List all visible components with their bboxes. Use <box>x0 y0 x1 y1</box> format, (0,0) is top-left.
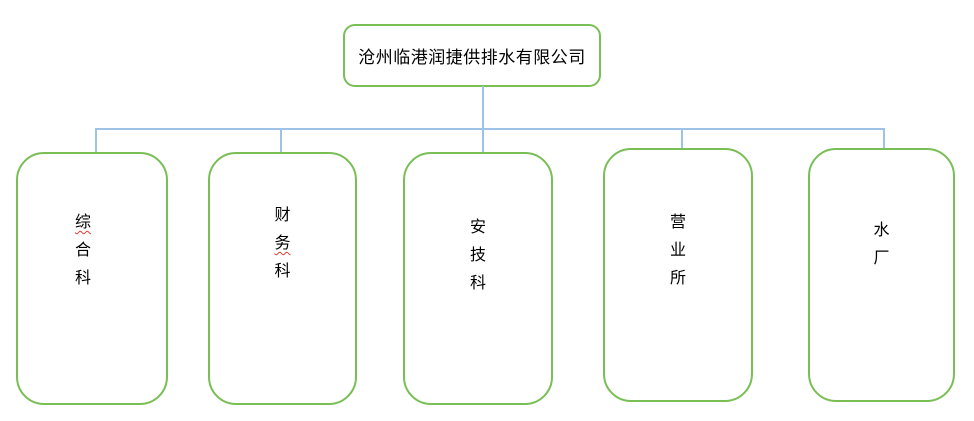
label-char: 科 <box>274 263 291 280</box>
label-char: 财 <box>274 207 291 224</box>
root-node-company[interactable]: 沧州临港润捷供排水有限公司 <box>343 24 601 87</box>
department-label: 水厂 <box>873 150 889 400</box>
label-char-misspelled: 综 <box>74 214 91 231</box>
label-char: 业 <box>669 242 686 259</box>
connector-horizontal-bus <box>95 128 885 130</box>
label-char: 水 <box>873 222 890 239</box>
connector-drop-1 <box>95 129 97 153</box>
label-char: 合 <box>74 242 91 259</box>
label-char: 安 <box>469 219 486 236</box>
department-node-3[interactable]: 安技科 <box>403 152 553 405</box>
connector-drop-5 <box>883 129 885 149</box>
connector-root-vertical <box>482 86 484 129</box>
connector-drop-4 <box>681 129 683 149</box>
department-node-4[interactable]: 营业所 <box>603 148 753 402</box>
label-char-misspelled: 务 <box>274 235 291 252</box>
label-char: 营 <box>669 214 686 231</box>
department-node-2[interactable]: 财务科 <box>208 152 357 405</box>
department-label: 综合科 <box>75 154 91 403</box>
label-char: 技 <box>469 247 486 264</box>
department-node-1[interactable]: 综合科 <box>16 152 168 405</box>
department-label: 财务科 <box>274 154 290 403</box>
department-label: 营业所 <box>670 150 686 400</box>
label-char: 厂 <box>873 250 890 267</box>
connector-drop-2 <box>280 129 282 153</box>
label-char: 科 <box>74 270 91 287</box>
department-label: 安技科 <box>470 154 486 403</box>
label-char: 所 <box>669 270 686 287</box>
department-node-5[interactable]: 水厂 <box>808 148 955 402</box>
connector-drop-3 <box>482 129 484 153</box>
root-node-label: 沧州临港润捷供排水有限公司 <box>358 48 586 67</box>
label-char: 科 <box>469 275 486 292</box>
